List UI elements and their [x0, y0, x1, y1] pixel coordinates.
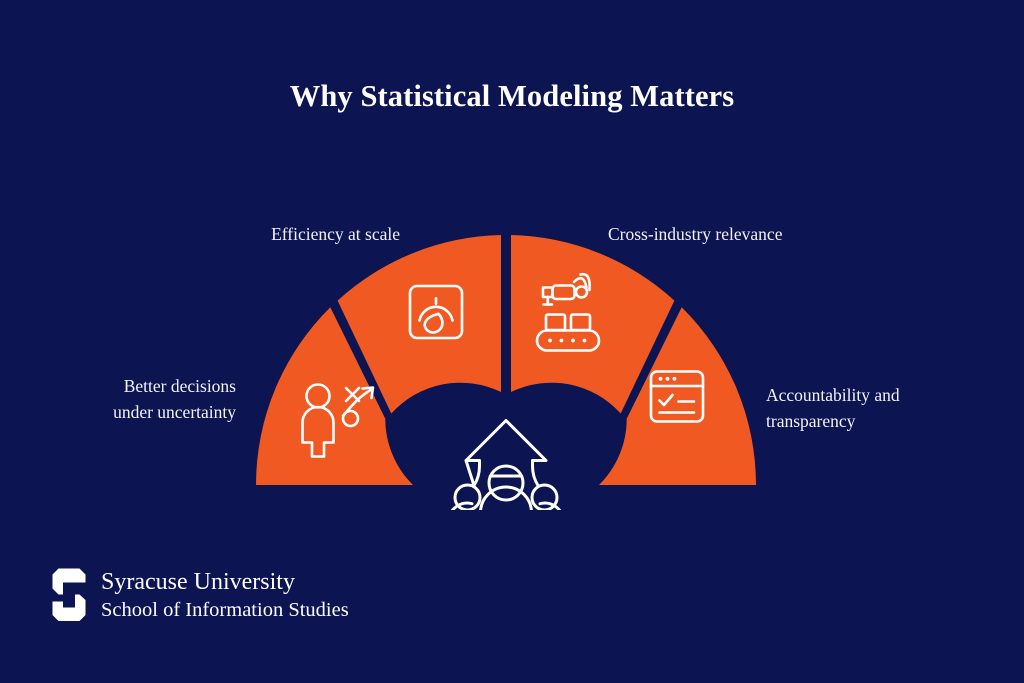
segment-label-accountability: Accountability and transparency [766, 385, 900, 431]
robot-conveyor-belt-icon [535, 272, 601, 352]
people-growth-arrow-icon [447, 419, 565, 520]
gauge-speedometer-icon [408, 284, 464, 340]
segment-label-better-decisions: Better decisions under uncertainty [113, 376, 236, 422]
syracuse-block-s-icon [52, 568, 86, 621]
person-strategy-icon [301, 383, 375, 458]
syracuse-ischool-logo: Syracuse University School of Informatio… [49, 566, 349, 624]
wheel-segment-efficiency[interactable] [337, 235, 501, 414]
wheel-segment-accountability[interactable] [599, 307, 756, 485]
wheel-segment-cross-industry[interactable] [511, 235, 675, 414]
semicircle-wheel [240, 220, 772, 520]
segment-label-efficiency: Efficiency at scale [271, 224, 400, 244]
logo-wordmark: Syracuse University School of Informatio… [101, 568, 349, 623]
logo-school-name: School of Information Studies [101, 598, 349, 621]
browser-checklist-icon [649, 370, 705, 423]
wheel-segment-better-decisions[interactable] [256, 307, 413, 485]
segment-label-cross-industry: Cross-industry relevance [608, 224, 783, 244]
page-title: Why Statistical Modeling Matters [289, 79, 735, 113]
logo-university-name: Syracuse University [101, 568, 295, 595]
